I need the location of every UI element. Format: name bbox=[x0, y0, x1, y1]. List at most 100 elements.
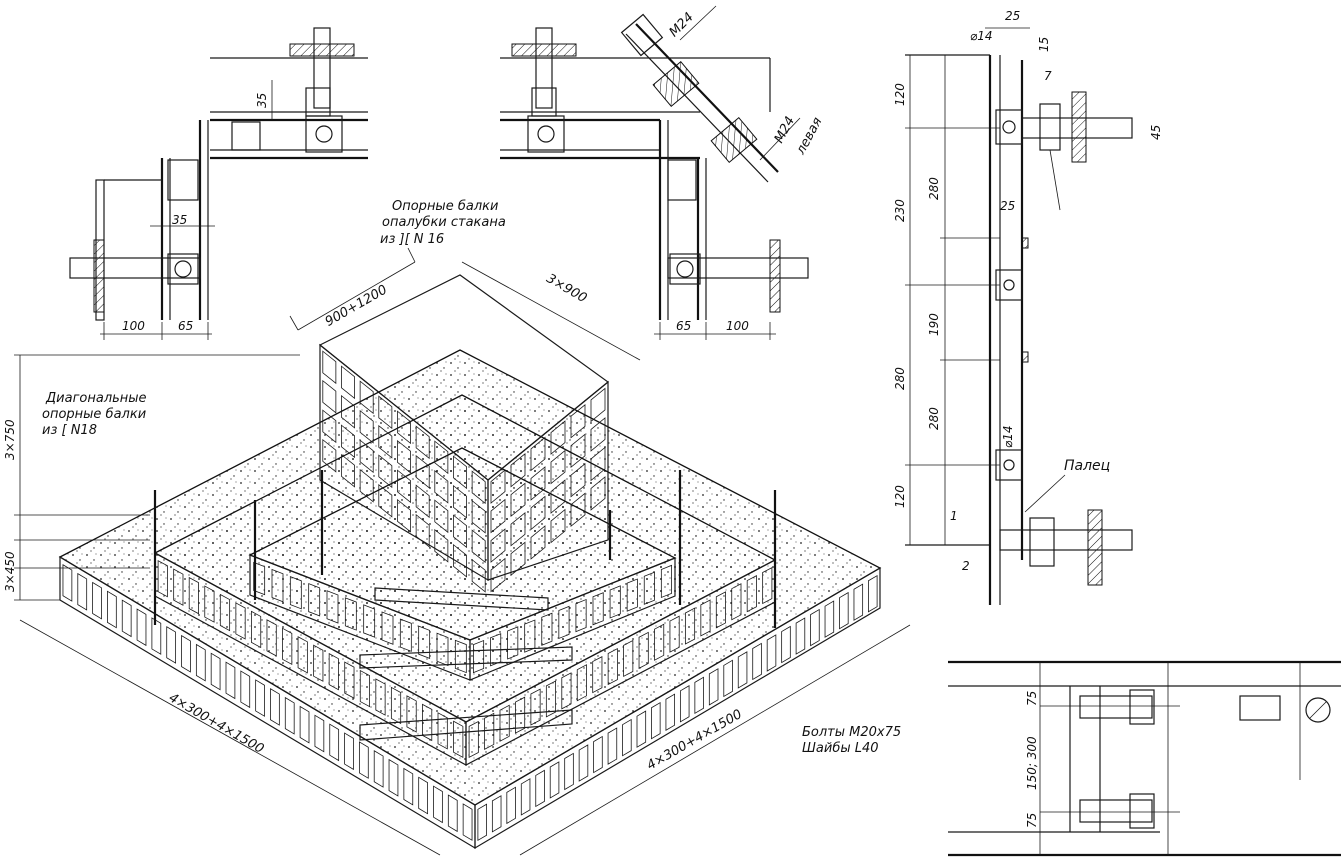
formwork-cell bbox=[397, 469, 411, 504]
dim-height-lower: 3×450 bbox=[3, 551, 17, 592]
formwork-cell bbox=[530, 495, 546, 531]
dim-side-280c: 280 bbox=[927, 407, 941, 430]
dim-side-7: 7 bbox=[1044, 69, 1052, 83]
formwork-cell bbox=[510, 511, 526, 547]
panel-cell bbox=[253, 561, 266, 596]
formwork-cell bbox=[570, 462, 586, 498]
panel-cell bbox=[593, 735, 603, 774]
formwork-cell bbox=[471, 529, 486, 564]
formwork-cell bbox=[415, 513, 430, 548]
dim-side-1: 1 bbox=[950, 509, 958, 523]
label-bolts-2: Шайбы L40 bbox=[802, 741, 879, 756]
dim-bottom-75a: 75 bbox=[1025, 691, 1039, 706]
formwork-cell bbox=[550, 508, 566, 544]
formwork-cell bbox=[453, 543, 467, 578]
formwork-cell bbox=[590, 446, 606, 482]
panel-cell bbox=[468, 720, 479, 759]
formwork-cell bbox=[359, 439, 374, 474]
panel-cell bbox=[77, 572, 88, 611]
panel-cell bbox=[564, 752, 574, 791]
label-bolt-m24-left-1: М24 bbox=[772, 114, 798, 146]
formwork-cell bbox=[510, 482, 526, 518]
label-diagonal-beams-2: опорные балки bbox=[42, 407, 146, 422]
corner-joint-detail-right: М24 М24 левая 65 100 bbox=[500, 5, 825, 340]
panel-cell bbox=[289, 575, 302, 610]
panel-cell bbox=[477, 803, 487, 842]
panel-cell bbox=[679, 685, 690, 723]
panel-cell bbox=[561, 672, 572, 710]
panel-cell bbox=[284, 696, 295, 735]
formwork-cell bbox=[434, 528, 449, 563]
panel-cell bbox=[328, 652, 339, 691]
panel-cell bbox=[491, 795, 502, 833]
panel-cell bbox=[607, 647, 618, 686]
dim-side-45: 45 bbox=[1149, 125, 1163, 140]
panel-cell bbox=[399, 618, 412, 652]
formwork-cell bbox=[570, 403, 586, 439]
bolt-joint-detail: 75 150; 300 75 Болты М20х75 Шайбы L40 bbox=[802, 660, 1341, 857]
side-elevation-detail: 25 ⌀14 15 7 45 25 120 280 230 190 280 28… bbox=[893, 9, 1163, 605]
panel-cell bbox=[684, 607, 696, 645]
dim-bottom-150-300: 150; 300 bbox=[1025, 736, 1039, 790]
panel-cell bbox=[762, 566, 773, 605]
formwork-cell bbox=[415, 454, 430, 489]
panel-cell bbox=[271, 568, 284, 603]
label-diagonal-beams-3: из [ N18 bbox=[42, 423, 97, 438]
panel-cell bbox=[406, 695, 417, 733]
formwork-cell bbox=[378, 454, 393, 489]
formwork-cell bbox=[341, 424, 355, 459]
panel-cell bbox=[462, 803, 473, 841]
formwork-cell bbox=[530, 525, 546, 560]
formwork-cell bbox=[341, 453, 355, 488]
formwork-cell bbox=[415, 484, 430, 519]
panel-cell bbox=[506, 786, 516, 825]
panel-cell bbox=[204, 585, 215, 623]
panel-cell bbox=[607, 727, 618, 765]
dim-side-190: 190 bbox=[927, 313, 941, 336]
dim-side-280a: 280 bbox=[927, 177, 941, 200]
panel-cell bbox=[622, 718, 632, 757]
dim-side-d14b: ⌀14 bbox=[1001, 426, 1015, 449]
panel-cell bbox=[251, 610, 262, 649]
panel-cell bbox=[373, 750, 384, 788]
panel-cell bbox=[490, 633, 502, 667]
corner-joint-detail-left: 35 35 100 65 bbox=[69, 27, 368, 340]
formwork-cell bbox=[590, 476, 606, 511]
panel-cell bbox=[195, 643, 206, 682]
panel-cell bbox=[669, 615, 680, 653]
panel-cell bbox=[151, 617, 162, 655]
panel-cell bbox=[781, 625, 791, 664]
panel-cell bbox=[297, 636, 308, 674]
panel-cell bbox=[326, 590, 339, 624]
panel-cell bbox=[388, 758, 399, 797]
formwork-cell bbox=[434, 469, 449, 504]
panel-cell bbox=[824, 600, 835, 638]
panel-cell bbox=[344, 597, 357, 631]
formwork-cell bbox=[490, 469, 506, 504]
panel-cell bbox=[390, 686, 402, 725]
panel-cells bbox=[62, 560, 878, 842]
formwork-cell bbox=[378, 395, 393, 430]
panel-cell bbox=[375, 678, 386, 716]
panel-cell bbox=[665, 693, 676, 731]
panel-cell bbox=[694, 676, 704, 715]
panel-cell bbox=[651, 701, 661, 740]
panel-cell bbox=[92, 581, 102, 620]
formwork-cell bbox=[322, 409, 337, 444]
panel-cell bbox=[708, 668, 719, 706]
panel-cell bbox=[578, 744, 589, 782]
panel-cell bbox=[839, 591, 849, 630]
support-beams-label: Опорные балки опалубки стакана из ][ N 1… bbox=[380, 199, 506, 247]
label-bolts-1: Болты М20х75 bbox=[802, 725, 901, 740]
panel-cell bbox=[437, 712, 448, 750]
formwork-cell bbox=[397, 410, 411, 445]
formwork-cell bbox=[510, 541, 526, 577]
panel-cell bbox=[737, 651, 748, 689]
panel-cell bbox=[545, 680, 557, 718]
panel-cell bbox=[270, 688, 280, 726]
panel-cell bbox=[810, 608, 820, 647]
label-bolt-m24: М24 bbox=[667, 10, 697, 40]
panel-cell bbox=[731, 583, 742, 621]
panel-cell bbox=[403, 767, 414, 806]
